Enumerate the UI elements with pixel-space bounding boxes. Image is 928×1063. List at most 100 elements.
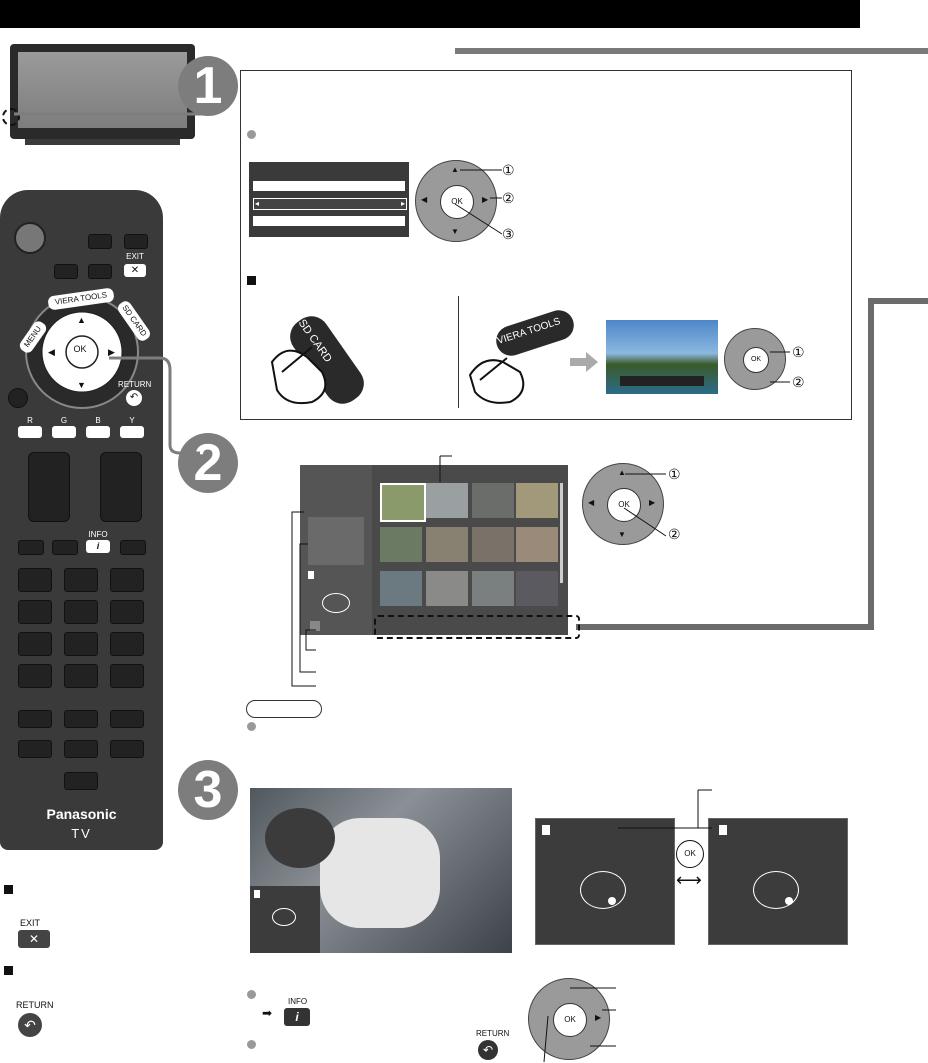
photo-thumbnail[interactable] — [516, 483, 558, 518]
indicator-dot — [608, 897, 616, 905]
ok-button[interactable]: OK — [73, 344, 87, 354]
dpad-ok: OK — [553, 1003, 587, 1037]
yellow-key-label: Y — [129, 416, 135, 425]
navigation-hint-icon — [272, 908, 296, 926]
file-icon — [542, 825, 550, 835]
transport-key[interactable] — [110, 710, 144, 728]
remote-key[interactable] — [18, 540, 44, 555]
return-note-label: RETURN — [16, 1000, 54, 1010]
info-button[interactable]: i — [86, 540, 110, 553]
transport-key[interactable] — [64, 710, 98, 728]
remote-key[interactable] — [120, 540, 146, 555]
photo-thumbnail[interactable] — [472, 571, 514, 606]
control-panel-a — [535, 818, 675, 945]
arrow-right-icon[interactable]: ▶ — [108, 347, 115, 357]
photo-thumbnail[interactable] — [426, 527, 468, 562]
callout-lines — [454, 169, 503, 235]
power-button[interactable] — [14, 222, 46, 254]
menu-illustration: ◂▸ — [249, 162, 409, 237]
photo-thumbnail[interactable] — [426, 571, 468, 606]
number-key[interactable] — [110, 568, 144, 592]
red-key[interactable] — [18, 426, 42, 438]
transport-key[interactable] — [110, 740, 144, 758]
red-key-label: R — [27, 416, 33, 425]
remote-key[interactable] — [124, 234, 148, 249]
round-key[interactable] — [8, 388, 28, 408]
transport-key[interactable] — [64, 772, 98, 790]
photo-thumbnail[interactable] — [516, 527, 558, 562]
viera-tools-hand-illustration — [468, 310, 574, 404]
exit-note-bullet — [4, 885, 13, 894]
exit-note-button: ✕ — [18, 930, 50, 948]
viera-tools-landscape-image — [606, 320, 718, 394]
info-note-button: i — [284, 1008, 310, 1026]
number-key[interactable] — [18, 600, 52, 624]
menu-row — [253, 216, 405, 226]
return-note-bullet-2 — [247, 1040, 256, 1049]
photo-thumbnail[interactable] — [380, 571, 422, 606]
blue-key[interactable] — [86, 426, 110, 438]
info-note-label: INFO — [288, 997, 308, 1006]
transport-key[interactable] — [18, 740, 52, 758]
remote-key[interactable] — [88, 234, 112, 249]
return-label: RETURN — [118, 380, 152, 389]
dpad-illustration: OK ▶ — [528, 978, 610, 1060]
arrow-up-icon: ▲ — [618, 468, 626, 477]
number-key[interactable] — [18, 664, 52, 688]
remote-key[interactable] — [54, 264, 78, 279]
dpad-small: OK — [724, 328, 786, 390]
arrow-right-icon: ➡ — [262, 1006, 273, 1020]
callout-1: ① — [792, 344, 805, 360]
arrow-up-icon[interactable]: ▲ — [77, 315, 86, 325]
photo-thumbnail[interactable] — [380, 527, 422, 562]
dpad-ok: OK — [607, 488, 641, 522]
photo-thumbnail[interactable] — [472, 483, 514, 518]
arrow-right-icon: ▶ — [482, 195, 489, 204]
return-note-button-2: ↶ — [478, 1040, 498, 1060]
arrow-down-icon[interactable]: ▼ — [77, 380, 86, 390]
number-key[interactable] — [110, 664, 144, 688]
remote-key[interactable] — [88, 264, 112, 279]
yellow-key[interactable] — [120, 426, 144, 438]
exit-note-label: EXIT — [20, 918, 41, 928]
dpad-illustration: OK ▲ ▼ ◀ ▶ — [582, 463, 664, 545]
arrow-left-icon[interactable]: ◀ — [48, 347, 55, 357]
dpad-ok: OK — [440, 185, 474, 219]
scrollbar[interactable] — [560, 483, 563, 583]
number-key[interactable] — [64, 600, 98, 624]
exit-button[interactable]: ✕ — [124, 264, 146, 277]
number-key[interactable] — [110, 600, 144, 624]
section-rule — [455, 48, 928, 54]
number-key[interactable] — [110, 632, 144, 656]
number-key[interactable] — [64, 664, 98, 688]
header-bar — [0, 0, 860, 28]
dpad-ok: OK — [743, 347, 769, 373]
volume-rocker[interactable] — [28, 452, 70, 522]
transport-key[interactable] — [18, 710, 52, 728]
photo-thumbnail[interactable] — [426, 483, 468, 518]
return-button[interactable]: ↶ — [126, 390, 142, 406]
info-note-bullet — [247, 990, 256, 999]
dpad-illustration: OK ▲ ▼ ◀ ▶ — [415, 160, 497, 242]
photo-thumbnail[interactable] — [472, 527, 514, 562]
connector-bottom — [576, 624, 874, 630]
number-key[interactable] — [64, 632, 98, 656]
arrow-up-icon: ▲ — [451, 165, 459, 174]
remote-key[interactable] — [52, 540, 78, 555]
photo-thumbnail[interactable] — [516, 571, 558, 606]
menu-row-selected: ◂▸ — [253, 198, 407, 210]
return-note-bullet — [4, 966, 13, 975]
transport-key[interactable] — [64, 740, 98, 758]
step-2-badge: 2 — [178, 433, 238, 493]
number-key[interactable] — [18, 568, 52, 592]
photo-thumbnail[interactable] — [380, 483, 426, 522]
number-key[interactable] — [64, 568, 98, 592]
channel-rocker[interactable] — [100, 452, 142, 522]
arrow-left-icon: ◀ — [588, 498, 595, 507]
number-key[interactable] — [18, 632, 52, 656]
player-jersey — [320, 818, 440, 928]
green-key[interactable] — [52, 426, 76, 438]
callout-3: ③ — [502, 226, 515, 242]
overlay-info-box — [250, 886, 320, 953]
return-note-button: ↶ — [18, 1013, 42, 1037]
